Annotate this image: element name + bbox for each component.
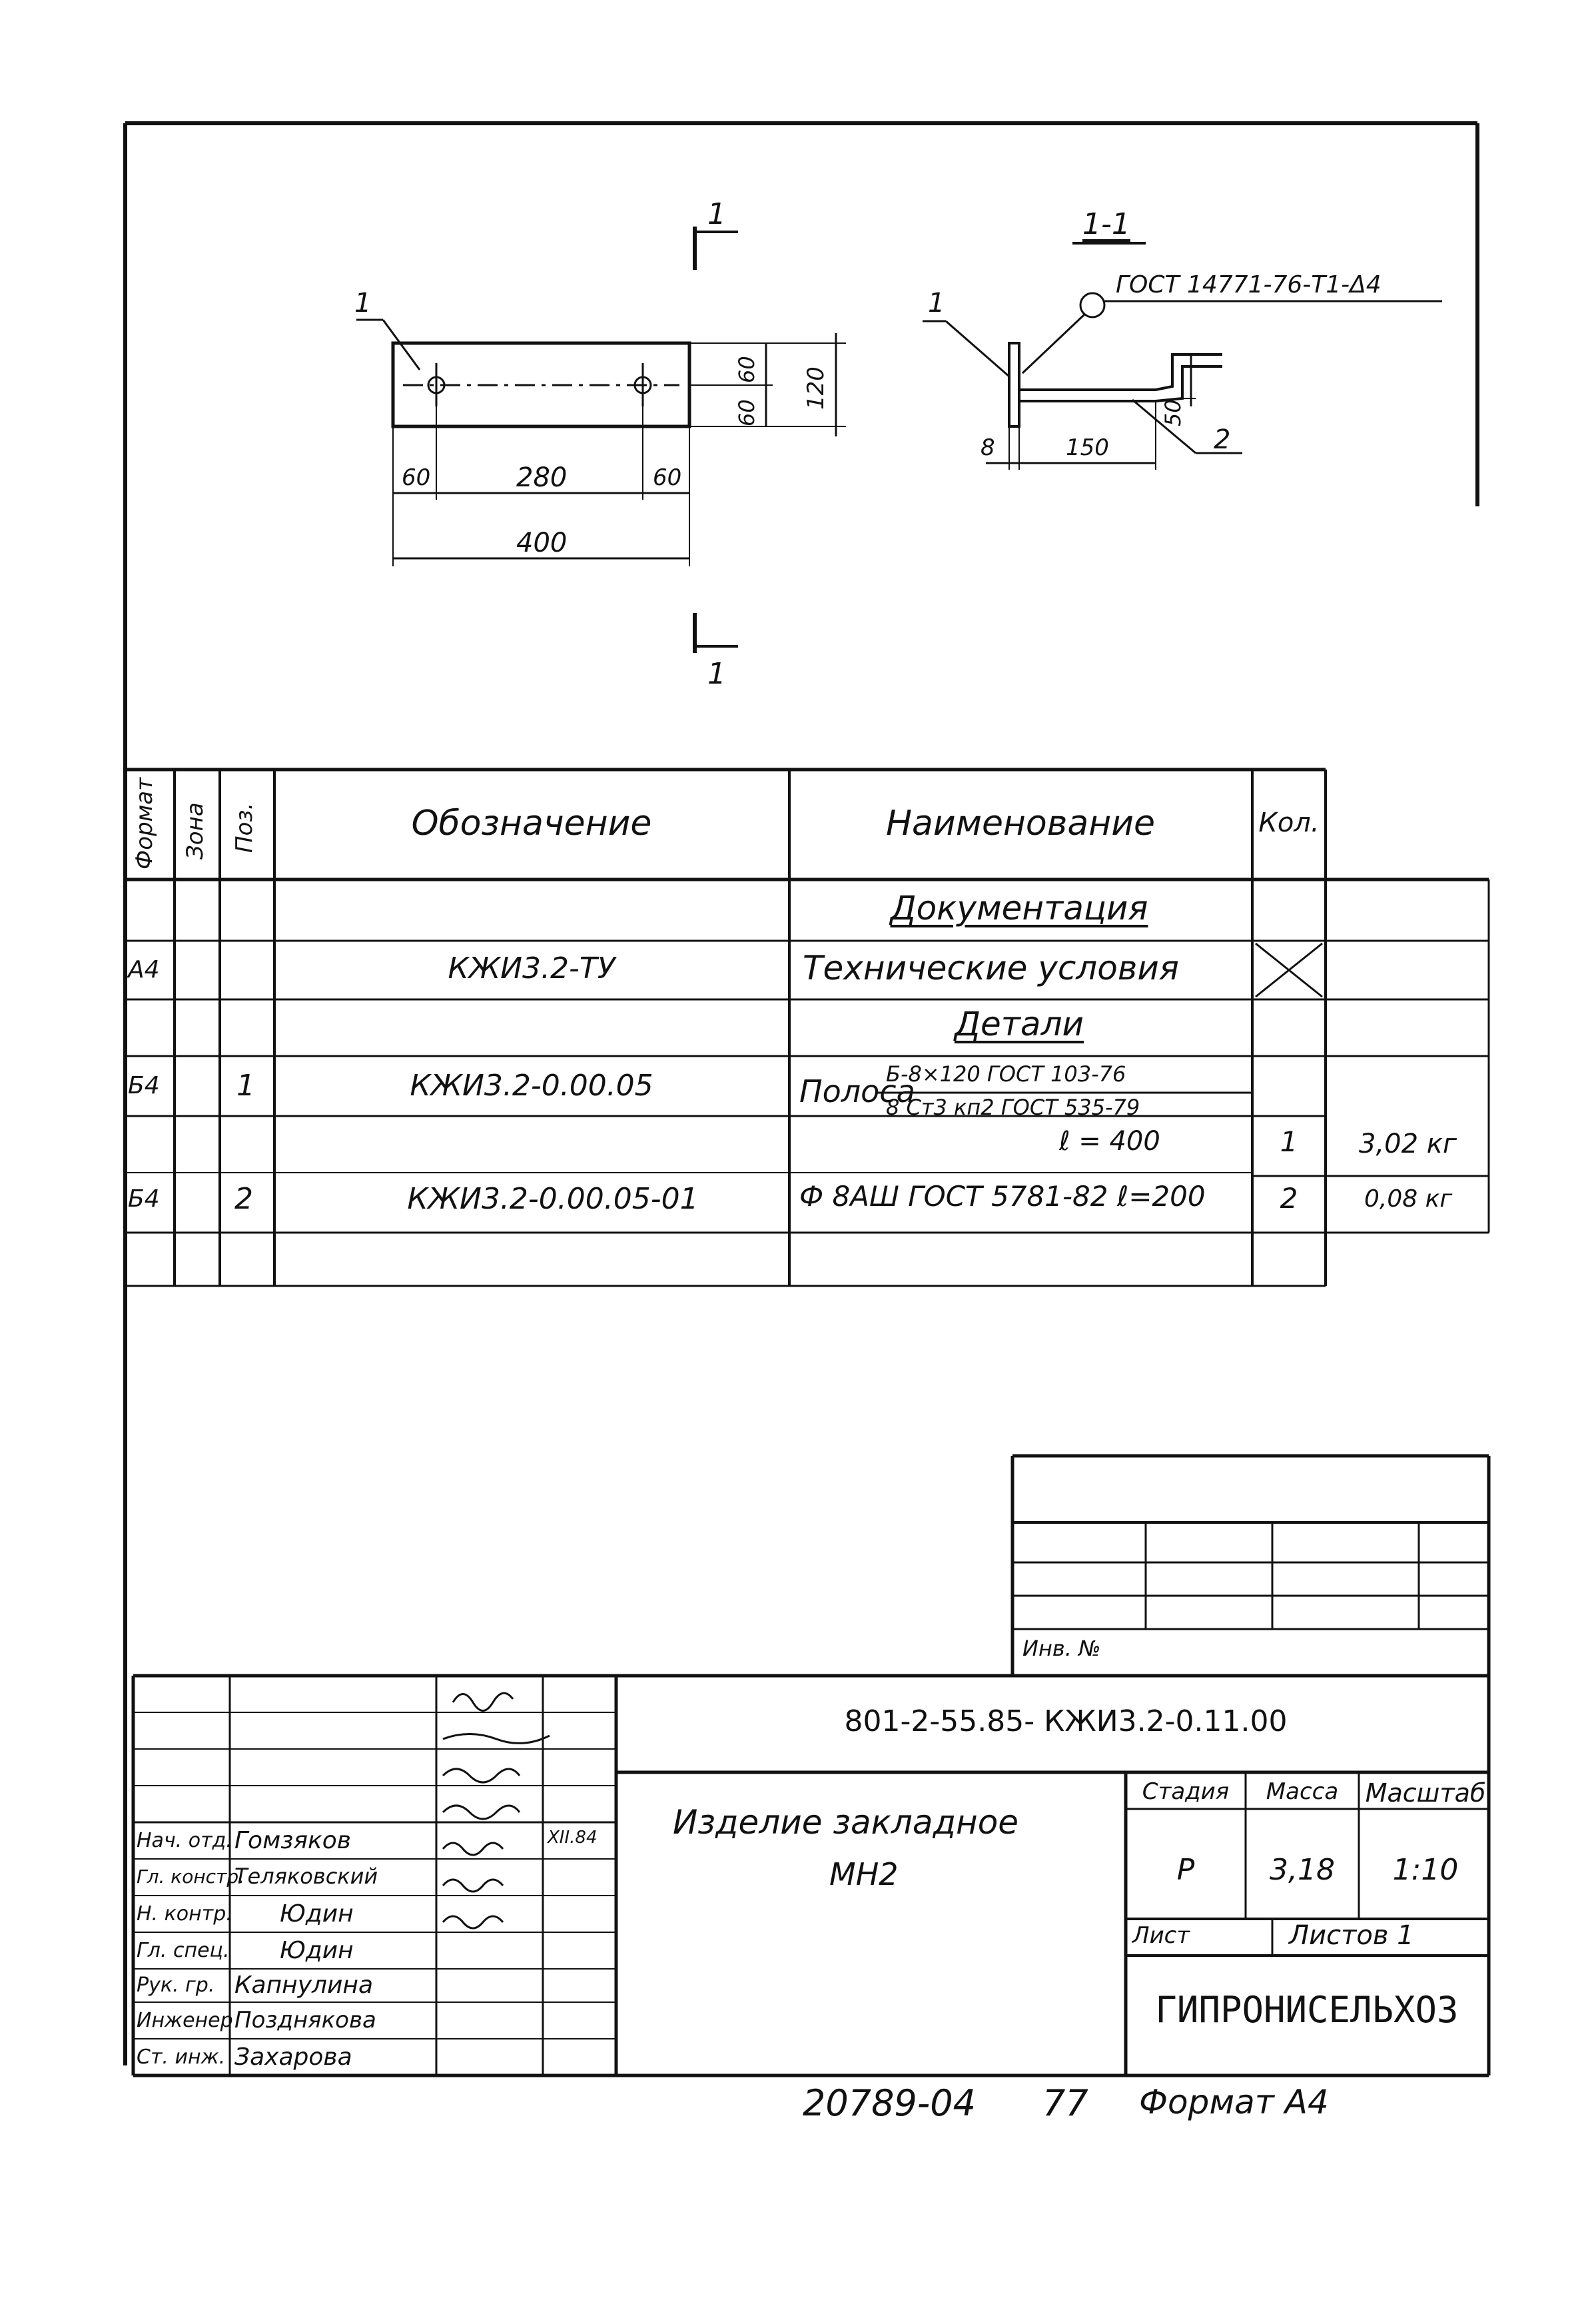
dim-120: 120	[803, 366, 829, 410]
row1-name-denominator: 8 Ст3 кп2 ГОСТ 535-79	[886, 1095, 1140, 1120]
product-title: Изделие закладное	[673, 1803, 1019, 1842]
sheet-label: Лист	[1132, 1922, 1190, 1949]
person-4: Капнулина	[234, 1972, 374, 1999]
row1-designation: КЖИ3.2-0.00.05	[410, 1069, 653, 1103]
product-code: МН2	[829, 1856, 899, 1892]
person-1: Теляковский	[234, 1864, 378, 1889]
person-2: Юдин	[280, 1900, 354, 1928]
row1-format: Б4	[128, 1072, 160, 1099]
doc-format: А4	[128, 956, 160, 983]
plan-pos-1: 1	[354, 288, 372, 318]
inv-number-label: Инв. №	[1022, 1636, 1101, 1661]
col-pos-header: Поз.	[231, 802, 258, 853]
row1-name-prefix: Полоса	[799, 1073, 915, 1109]
col-designation-header: Обозначение	[411, 804, 652, 844]
section-pos-2: 2	[1214, 424, 1231, 455]
section-title: 1-1	[1082, 207, 1130, 241]
role-3: Гл. спец.	[137, 1939, 230, 1962]
row1-qty: 1	[1280, 1125, 1298, 1158]
role-5: Инженер	[137, 2009, 233, 2032]
role-2: Н. контр.	[137, 1902, 232, 1926]
person-3: Юдин	[280, 1937, 354, 1964]
row1-pos: 1	[236, 1069, 255, 1103]
row1-length: ℓ = 400	[1059, 1126, 1160, 1157]
archive-number: 20789-04	[803, 2082, 976, 2124]
section-pos-1: 1	[928, 288, 945, 318]
weld-spec: ГОСТ 14771-76-Т1-Δ4	[1116, 271, 1382, 298]
mass-label: Масса	[1266, 1778, 1339, 1805]
section-documentation: Документация	[890, 889, 1148, 927]
scale-label: Масштаб	[1365, 1778, 1486, 1808]
row2-name: Ф 8АШ ГОСТ 5781-82 ℓ=200	[799, 1180, 1206, 1213]
row2-format: Б4	[128, 1185, 160, 1213]
doc-name: Технические условия	[803, 949, 1179, 987]
section-parts: Детали	[954, 1005, 1084, 1043]
person-5: Позднякова	[234, 2007, 376, 2033]
dim-50: 50	[1160, 399, 1186, 426]
row2-mass: 0,08 кг	[1364, 1185, 1453, 1213]
role-4: Рук. гр.	[137, 1974, 215, 1997]
sheet-format: Формат А4	[1139, 2083, 1329, 2121]
mass-value: 3,18	[1270, 1853, 1335, 1887]
dim-8: 8	[981, 434, 995, 461]
col-zone-header: Зона	[182, 802, 208, 860]
stage-label: Стадия	[1142, 1778, 1230, 1805]
row2-designation: КЖИ3.2-0.00.05-01	[407, 1182, 699, 1216]
dim-60-top: 60	[734, 356, 759, 383]
col-name-header: Наименование	[885, 804, 1156, 844]
sheets-label: Листов 1	[1289, 1920, 1414, 1951]
dim-400: 400	[516, 528, 568, 558]
document-code: 801-2-55.85- КЖИ3.2-0.11.00	[844, 1704, 1288, 1738]
dim-60-left: 60	[402, 464, 431, 491]
row1-name-numerator: Б-8×120 ГОСТ 103-76	[886, 1061, 1126, 1087]
row2-qty: 2	[1280, 1182, 1298, 1215]
signature-date: XII.84	[548, 1828, 598, 1848]
stage-value: Р	[1176, 1853, 1195, 1887]
dim-280: 280	[516, 462, 568, 493]
section-mark-top: 1	[707, 197, 726, 231]
role-1: Гл. констр.	[137, 1866, 245, 1888]
person-6: Захарова	[234, 2043, 352, 2071]
scale-value: 1:10	[1392, 1853, 1459, 1887]
person-0: Гомзяков	[234, 1827, 352, 1854]
row2-pos: 2	[234, 1182, 253, 1216]
row1-mass: 3,02 кг	[1359, 1129, 1457, 1159]
col-format-header: Формат	[131, 778, 158, 869]
section-mark-bottom: 1	[707, 657, 726, 691]
organization-name: ГИПРОНИСЕЛЬХОЗ	[1155, 1989, 1459, 2031]
role-0: Нач. отд.	[137, 1829, 232, 1852]
doc-designation: КЖИ3.2-ТУ	[448, 951, 615, 985]
page-number: 77	[1042, 2082, 1088, 2124]
col-qty-header: Кол.	[1258, 808, 1320, 838]
role-6: Ст. инж.	[137, 2045, 226, 2069]
dim-60-right: 60	[653, 464, 682, 491]
dim-60-bottom: 60	[734, 399, 759, 426]
dim-150: 150	[1066, 434, 1109, 461]
